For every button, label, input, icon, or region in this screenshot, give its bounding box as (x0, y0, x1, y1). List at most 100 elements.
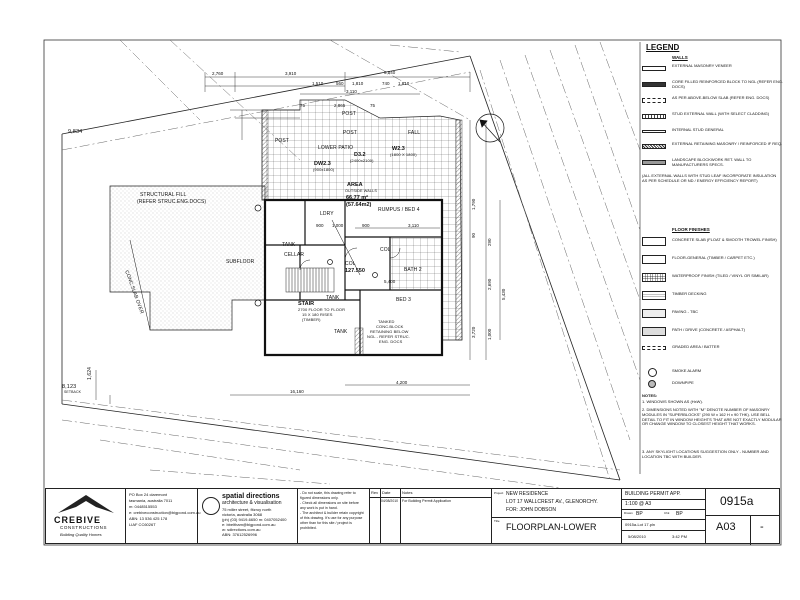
dim-text: 900 (362, 223, 370, 228)
dim-text: 1,000 (487, 328, 492, 340)
builder-sub: CONSTRUCTIONS (60, 525, 108, 530)
cellar-label: CELLAR (284, 252, 305, 258)
legend-floor-item: PAVING - TBC (672, 309, 699, 314)
project-client: FOR: JOHN DOBSON (506, 507, 557, 513)
legend-note: 2. DIMENSIONS NOTED WITH "M" DENOTE NUMB… (642, 407, 782, 427)
project-label: Project (494, 491, 504, 495)
stair-note-2: 15 X 180 RISES (302, 312, 333, 317)
file-name: 0915a-Lot 17.pln (625, 522, 656, 527)
post-label: POST (275, 138, 290, 144)
disclaimer-line: of this drawing. It's use for any purpos… (300, 516, 363, 520)
date-header: Date (382, 490, 391, 495)
disclaimer-line: - Do not scale, this drawing refer to (300, 491, 356, 495)
site-boundary (61, 55, 621, 481)
legend-floor-item: WATERPROOF FINISH (TILED / VINYL OR SIMI… (672, 273, 769, 278)
dim-text: 1,000 (332, 223, 344, 228)
structural-fill-label: STRUCTURAL FILL (140, 192, 187, 198)
project-address: LOT 17 WALLCREST AV., GLENORCHY. (506, 499, 598, 505)
dim-text: 1,810 (352, 81, 364, 86)
dim-text: 5,400 (384, 279, 396, 284)
tanked-note: RETAINING BELOW (370, 329, 409, 334)
building-walls (263, 198, 444, 357)
project-cell: Project NEW RESIDENCE LOT 17 WALLCREST A… (492, 489, 622, 543)
designer-addr-line: ABN: 37612526996 (222, 532, 257, 537)
disclaimer-cell: - Do not scale, this drawing refer to fi… (298, 489, 370, 543)
crebive-logo-icon (58, 495, 114, 513)
job-number: 0915a (720, 494, 754, 508)
revision-number: - (760, 521, 764, 533)
dim-text: 3,110 (346, 89, 357, 94)
legend-title: LEGEND (646, 43, 680, 52)
door-size: (2400x2100) (350, 158, 374, 163)
tanked-note: ENG. DOCS (379, 339, 403, 344)
designer-addr-line: victoria, australia 3068 (222, 512, 263, 517)
builder-logo-cell: CREBIVE CONSTRUCTIONS Building Quality H… (46, 489, 126, 543)
legend-symbol-item: DOWNPIPE (672, 380, 694, 385)
print-date: 5/08/2010 (628, 534, 646, 539)
builder-addr-line: PO Box 24 claremont (129, 492, 168, 497)
stair-note-3: (TIMBER) (302, 317, 321, 322)
dim-text: 75 (370, 103, 376, 108)
builder-tagline: Building Quality Homes (60, 532, 102, 537)
designer-addr-line: e: bbeltham@bigpond.com.au (222, 522, 276, 527)
tank-label: TANK (326, 295, 340, 301)
legend-panel: LEGEND WALLS EXTERNAL MASONRY VENEER COR… (640, 42, 786, 474)
post-label: POST (343, 130, 358, 136)
dim-text: 1,810 (398, 81, 410, 86)
legend-wall-item: AS PER ABOVE-BELOW SLAB (REFER ENG. DOCS… (672, 95, 770, 100)
builder-addr-line: ABN: 13 536 425 178 (129, 516, 168, 521)
tanked-note: CONC.BLOCK (376, 324, 404, 329)
designer-logo-icon (202, 497, 220, 515)
rev-date: 04/08/2010 (381, 499, 398, 503)
dim-text: 560 (336, 81, 344, 86)
legend-floor-item: PATH / DRIVE (CONCRETE / ASPHALT) (672, 327, 745, 332)
checked-label: Chk (664, 511, 670, 515)
title-label: Title (494, 519, 500, 523)
drawing-scale: 1:100 @ A3 (625, 501, 652, 507)
builder-name: CREBIVE (54, 515, 102, 525)
legend-floor-item: TIMBER DECKING (672, 291, 707, 296)
legend-walls-title: WALLS (672, 55, 688, 60)
lower-patio-label: LOWER PATIO (318, 145, 354, 151)
builder-addr-line: e: crebiveconstruction@bigpond.com.au (129, 510, 201, 515)
dim-text: 2,760 (212, 71, 224, 76)
area-value: 66.77 m² (346, 195, 369, 201)
area-title: AREA (347, 182, 363, 188)
legend-wall-item: EXTERNAL MASONRY VENEER (672, 63, 732, 68)
col-label: COL (380, 247, 391, 253)
legend-floor-item: GRADED AREA / BATTER (672, 344, 720, 349)
tank-label: TANK (334, 329, 348, 335)
drawn-label: Drawn (624, 511, 633, 515)
dim-text: 900 (316, 223, 324, 228)
post-label: POST (342, 111, 357, 117)
wall-dim: 1,624 (87, 366, 93, 380)
dim-text: 90 (471, 232, 476, 238)
stair-label: STAIR (298, 301, 315, 307)
sheet-number: A03 (716, 521, 736, 533)
legend-wall-item: LANDSCAPE BLOCKWORK RET. WALL TO MANUFAC… (672, 157, 752, 167)
setback-bottom-sub: SETBACK (64, 390, 82, 394)
rev-header: Rev (371, 490, 379, 495)
structural-fill-ref: (REFER STRUC.ENG.DOCS) (137, 199, 207, 205)
dim-text: 5,840 (384, 70, 396, 75)
dim-text: 75 (300, 103, 306, 108)
window-tag: DW2.3 (314, 161, 331, 167)
dimension-lines (95, 72, 501, 404)
legend-wall-item: CORE FILLED REINFORCED BLOCK TO NGL (REF… (672, 79, 784, 89)
disclaimer-line: other than for this site / project is (300, 521, 352, 525)
designer-cell: spatial directions architecture & visual… (198, 489, 298, 543)
window-size: (900x1800) (313, 167, 335, 172)
dim-text: 16,160 (290, 389, 304, 394)
legend-floor-item: CONCRETE SLAB (FLOAT & SMOOTH TROWEL FIN… (672, 237, 777, 242)
tank-label: TANK (282, 242, 296, 248)
disclaimer-line: - Check all dimensions on site before (300, 501, 359, 505)
legend-note: 1. WINDOWS SHOWN AS (HxW). (642, 399, 703, 404)
rl-level: 127.550 (345, 268, 365, 274)
structural-fill-area (109, 185, 266, 331)
legend-note: 3. ANY SKYLIGHT LOCATIONS SUGGESTION ONL… (642, 449, 769, 459)
designer-addr-line: 75 miller street, fitzroy north (222, 507, 272, 512)
drawn-by: BP (636, 511, 643, 517)
dim-text: 4,200 (396, 380, 408, 385)
